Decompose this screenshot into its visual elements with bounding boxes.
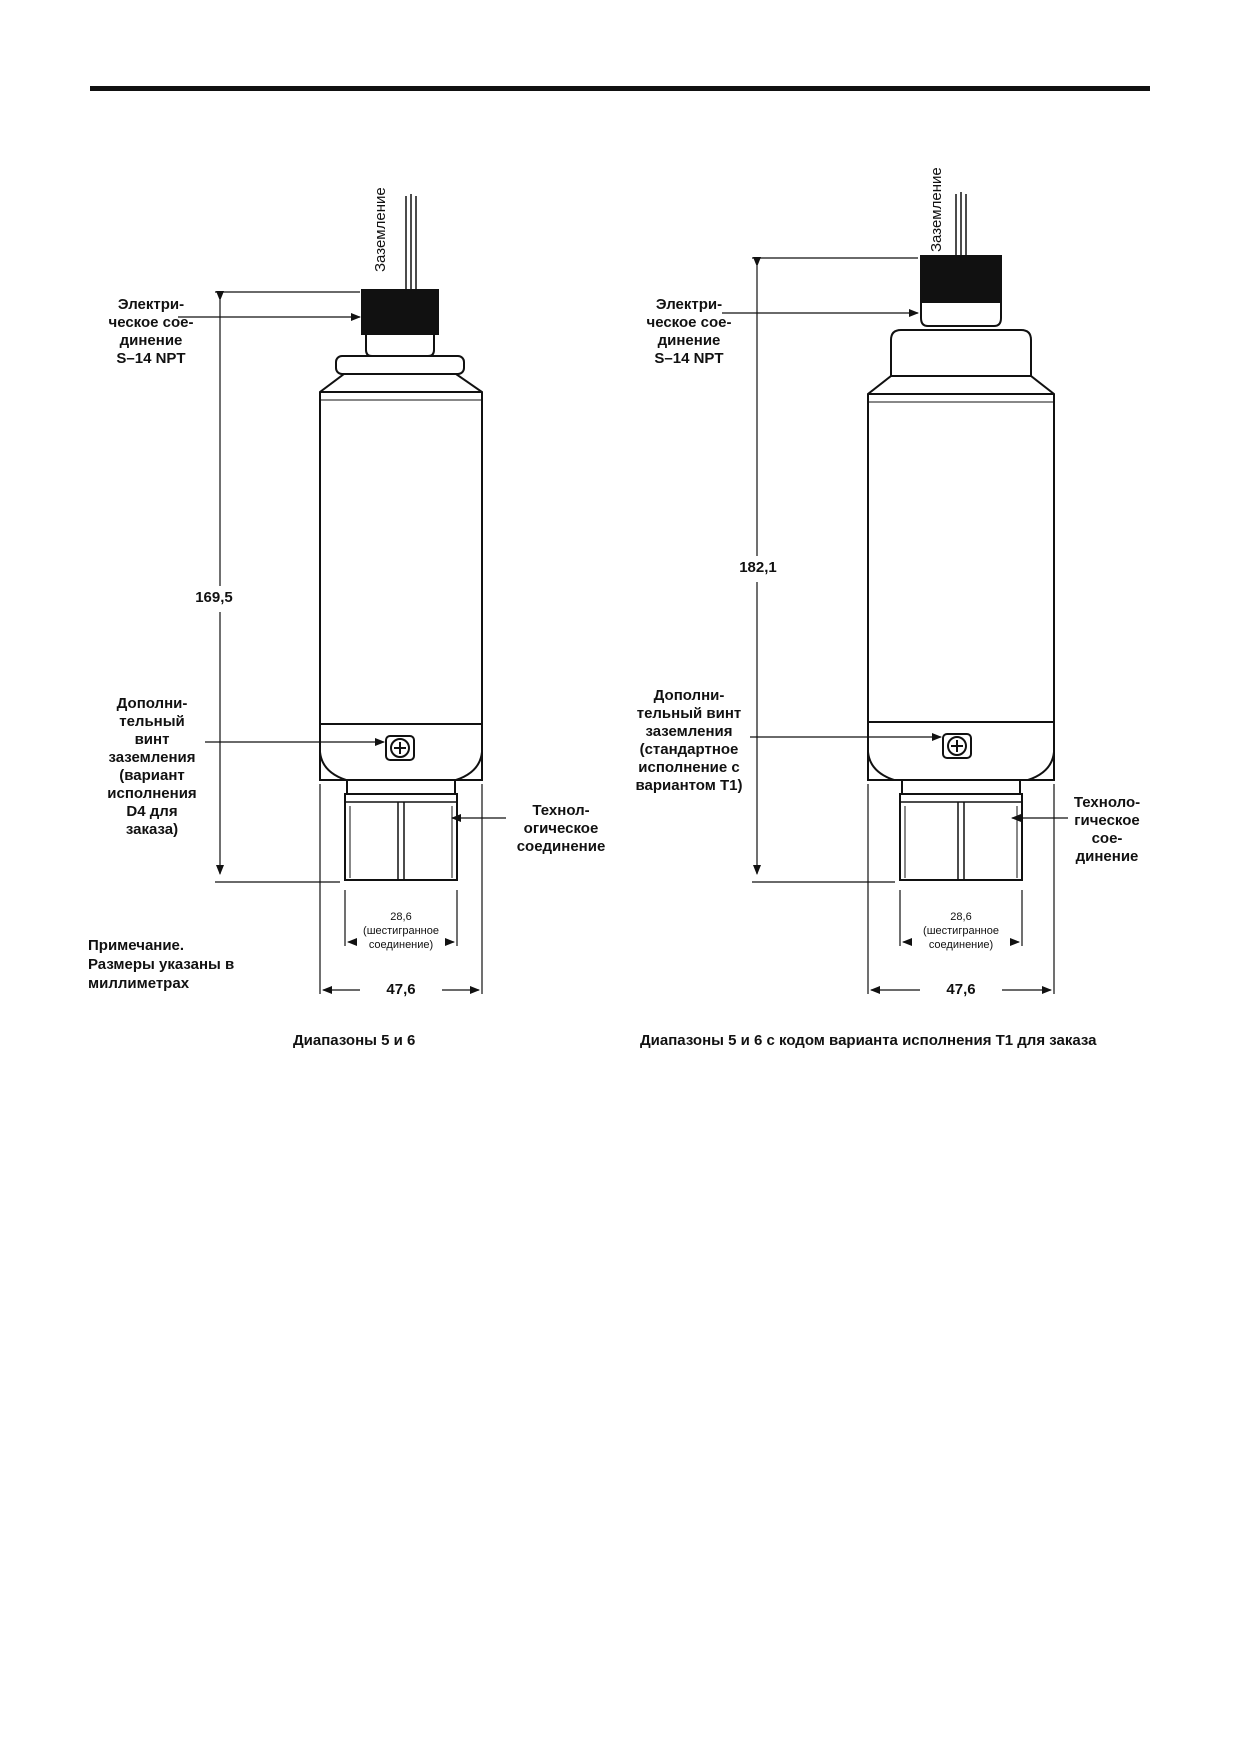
right-electrical-connection-label: Электри- ческое сое- динение S–14 NPT	[646, 296, 732, 367]
right-hex-nut	[899, 793, 1023, 881]
right-width-dimension: 47,6	[946, 981, 976, 998]
left-caption: Диапазоны 5 и 6	[293, 1032, 416, 1049]
right-ground-label: Заземление	[928, 167, 945, 252]
left-ground-screw-label: Дополни- тельный винт заземления (вариан…	[107, 695, 197, 838]
left-hex-dimension: 28,6 (шестигранное соединение)	[363, 911, 439, 951]
right-hex-top	[901, 779, 1021, 795]
right-body	[867, 375, 1055, 781]
left-electrical-connection-label: Электри- ческое сое- динение S–14 NPT	[108, 296, 194, 367]
units-note: Примечание. Размеры указаны в миллиметра…	[88, 937, 235, 992]
right-process-connection-label: Техноло- гическое сое- динение	[1073, 794, 1141, 865]
left-hex-nut	[344, 793, 458, 881]
left-width-dimension: 47,6	[386, 981, 416, 998]
left-transmitter	[319, 194, 483, 881]
left-hex-top	[346, 779, 456, 795]
right-hex-dimension: 28,6 (шестигранное соединение)	[923, 911, 999, 951]
top-rule	[90, 86, 1150, 91]
left-conduit-fitting	[361, 289, 439, 335]
right-ground-screw-icon	[942, 733, 972, 759]
right-transmitter	[867, 192, 1055, 881]
left-neck	[335, 355, 465, 375]
right-conduit-fitting	[920, 255, 1002, 303]
left-body	[319, 373, 483, 781]
left-ground-label: Заземление	[372, 187, 389, 272]
left-dimensions	[178, 291, 506, 994]
right-height-dimension: 182,1	[739, 559, 777, 576]
left-ground-screw-icon	[385, 735, 415, 761]
left-process-connection-label: Технол- огическое соединение	[516, 802, 606, 855]
left-height-dimension: 169,5	[195, 589, 233, 606]
right-ground-screw-label: Дополни- тельный винт заземления (станда…	[635, 687, 743, 794]
right-caption: Диапазоны 5 и 6 с кодом варианта исполне…	[640, 1032, 1097, 1049]
right-dimensions	[722, 257, 1068, 994]
right-adapter	[890, 329, 1032, 377]
